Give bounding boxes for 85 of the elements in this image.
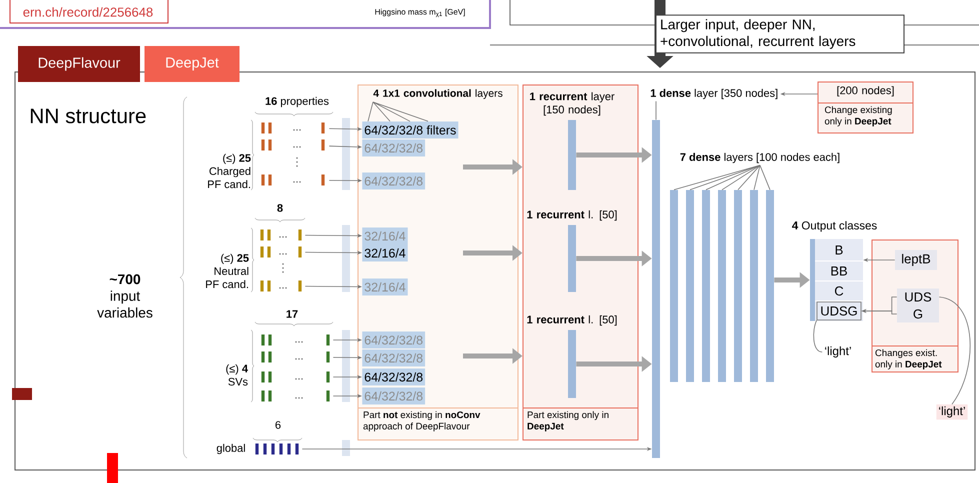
- input-count: ~700 input variables: [97, 274, 152, 318]
- feature-row: [261, 372, 330, 382]
- box-note: Part existing only in DeepJet: [528, 411, 608, 432]
- feature-row: [260, 246, 302, 258]
- layer-bar: [686, 190, 694, 382]
- feature-row: [260, 280, 302, 292]
- feature-row: [261, 390, 330, 402]
- group-size: 17: [286, 310, 298, 318]
- class-cell: BB: [831, 266, 847, 276]
- tab: DeepJet: [144, 46, 240, 82]
- feature-row: [261, 334, 330, 346]
- group-label: (≤) 25 Neutral PF cand.: [206, 254, 249, 288]
- fan-line: [760, 164, 770, 190]
- layer-bar: [750, 190, 758, 382]
- recurrent-layer: 1 recurrent l. [50]: [527, 210, 617, 292]
- filter-cell: 32/16/4: [362, 278, 408, 296]
- group-size: 6: [276, 421, 281, 429]
- class-cell: G: [897, 306, 939, 322]
- layer-bar: [670, 190, 678, 382]
- layer-heading: 7 dense layers [100 nodes each]: [680, 152, 840, 164]
- class-cell: UDS: [897, 288, 939, 306]
- group-size: 8: [277, 204, 283, 212]
- fan-line: [706, 164, 760, 190]
- leader-line: [813, 320, 823, 352]
- fan-line: [754, 164, 760, 190]
- url-label: ern.ch/record/2256648: [10, 0, 168, 24]
- class-cell: UDSG: [816, 302, 862, 320]
- layer-bar: [718, 190, 726, 382]
- recurrent-layer: 1 recurrent l. [50]: [527, 315, 617, 398]
- panel-title: NN structure: [30, 108, 146, 124]
- group-label: global: [216, 444, 245, 454]
- fan-line: [722, 164, 760, 190]
- node-label: 64/32/32/8: [364, 335, 423, 345]
- note-box: Larger input, deeper NN, +convolutional, recurrent layers: [656, 14, 904, 54]
- recurrent-layer: 1 recurrent layer [150 nodes]: [530, 92, 614, 190]
- node-label: UDS: [905, 292, 932, 302]
- filter-cell: 32/16/4: [362, 228, 408, 244]
- node-label: 32/16/4: [364, 248, 406, 258]
- leader-line: [938, 296, 970, 405]
- filter-cell: 64/32/32/8: [362, 388, 426, 404]
- node-label: G: [914, 309, 922, 319]
- group-label: (≤) 4 SVs: [226, 364, 248, 386]
- class-cell: C: [834, 286, 844, 296]
- node-label: 32/16/4: [364, 231, 406, 241]
- layer-bar: [652, 120, 660, 458]
- filter-cell: 64/32/32/8 filters: [362, 122, 458, 138]
- node-label: 64/32/32/8 filters: [364, 125, 456, 135]
- annotation-text: ‘light’: [936, 404, 968, 420]
- node-label: 64/32/32/8: [364, 353, 423, 363]
- filter-cell: 64/32/32/8: [362, 140, 426, 156]
- node-label: 1 recurrent l. [50]: [527, 315, 617, 326]
- fan-line: [738, 164, 760, 190]
- box-heading: 4 1x1 convolutional layers: [373, 89, 502, 99]
- layer-bar: [766, 190, 774, 382]
- node-label: 64/32/32/8: [364, 143, 423, 153]
- filter-cell: 32/16/4: [362, 244, 408, 262]
- layer-bar: [702, 190, 710, 382]
- filter-cell: 64/32/32/8: [362, 172, 426, 190]
- fan-line: [690, 164, 760, 190]
- filter-cell: 64/32/32/8: [362, 368, 426, 386]
- group-label: (≤) 25 Charged PF cand.: [208, 154, 251, 188]
- layer-heading: 1 dense layer [350 nodes]: [650, 88, 778, 100]
- feature-row: [260, 230, 302, 240]
- feature-row: [261, 140, 325, 150]
- class-cell: B: [836, 246, 843, 254]
- pointer-lines: [368, 102, 428, 122]
- feature-row: [261, 122, 325, 134]
- class-cell: leptB: [895, 250, 937, 270]
- group-size: 16 properties: [266, 96, 329, 108]
- filter-cell: 64/32/32/8: [362, 350, 426, 366]
- layer-bar: [734, 190, 742, 382]
- tab: DeepFlavour: [18, 46, 140, 82]
- filter-cell: 64/32/32/8: [362, 332, 426, 348]
- node-label: 1 recurrent layer [150 nodes]: [530, 92, 614, 116]
- feature-row: [261, 352, 330, 362]
- table-heading: 4 Output classes: [792, 221, 877, 232]
- box-note: Changes exist. only in DeepJet: [875, 349, 942, 370]
- annotation-text: ‘light’: [825, 346, 851, 358]
- box-note: Change existing only in DeepJet: [824, 106, 892, 126]
- box-note: Part not existing in noConv approach of DeepFlavour: [363, 411, 480, 432]
- feature-row: [255, 444, 299, 454]
- box-heading: [200 nodes]: [837, 86, 894, 96]
- feature-row: [261, 174, 325, 186]
- node-label: 1 recurrent l. [50]: [527, 210, 617, 221]
- fan-line: [674, 164, 760, 190]
